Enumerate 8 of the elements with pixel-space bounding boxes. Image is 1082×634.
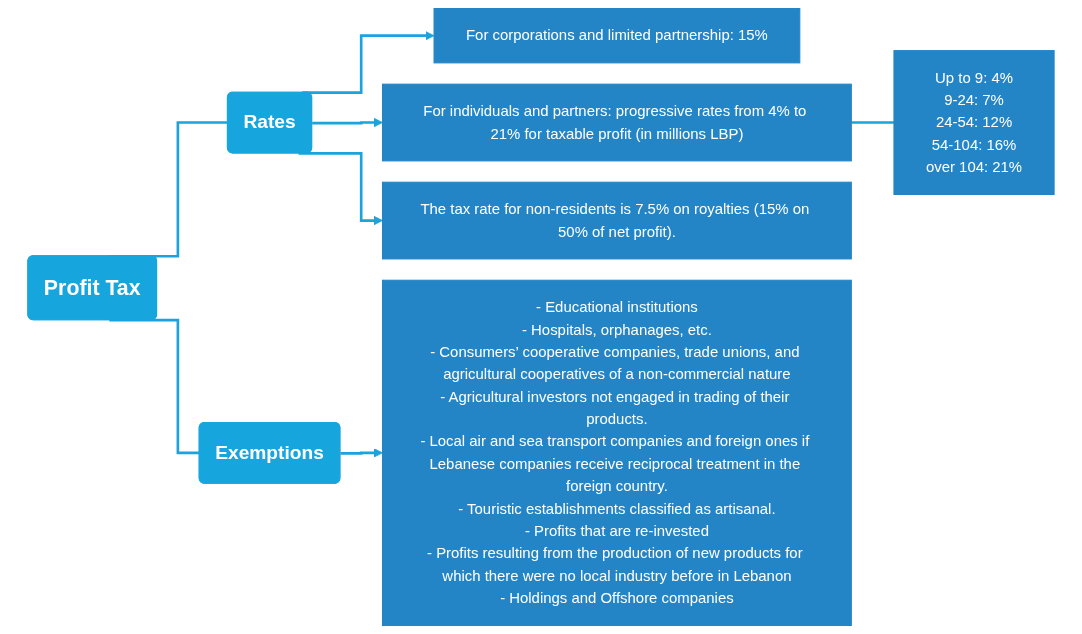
arrow	[298, 152, 383, 226]
node-box: - Educational institutions - Hospitals, orphanages, etc. - Consumers’ cooperative companies, trade unions, and agricultural cooperatives of a non-commercial nature - Agricultural investors not engaged in trading of their products. - Local air and sea transport companies and foreign ones if Lebanese companies receive reciprocal treatment in the foreign country. - Touristic establishments classified as artisanal. - Profits that are re-invested - Profits resulting from the production of new products for which there were no local industry before in Lebanon - Holdings and Offshore companies	[381, 279, 852, 626]
node-box: The tax rate for non-residents is 7.5% on royalties (15% on 50% of net profit).	[381, 181, 852, 260]
node-box: For corporations and limited partnership: 15%	[433, 8, 801, 64]
node-box: For individuals and partners: progressive rates from 4% to 21% for taxable profit (in millions LBP)	[381, 83, 852, 162]
node-box: Up to 9: 4% 9-24: 7% 24-54: 12% 54-104: 16% over 104: 21%	[893, 50, 1055, 195]
arrow	[312, 117, 383, 128]
arrow	[340, 448, 383, 458]
